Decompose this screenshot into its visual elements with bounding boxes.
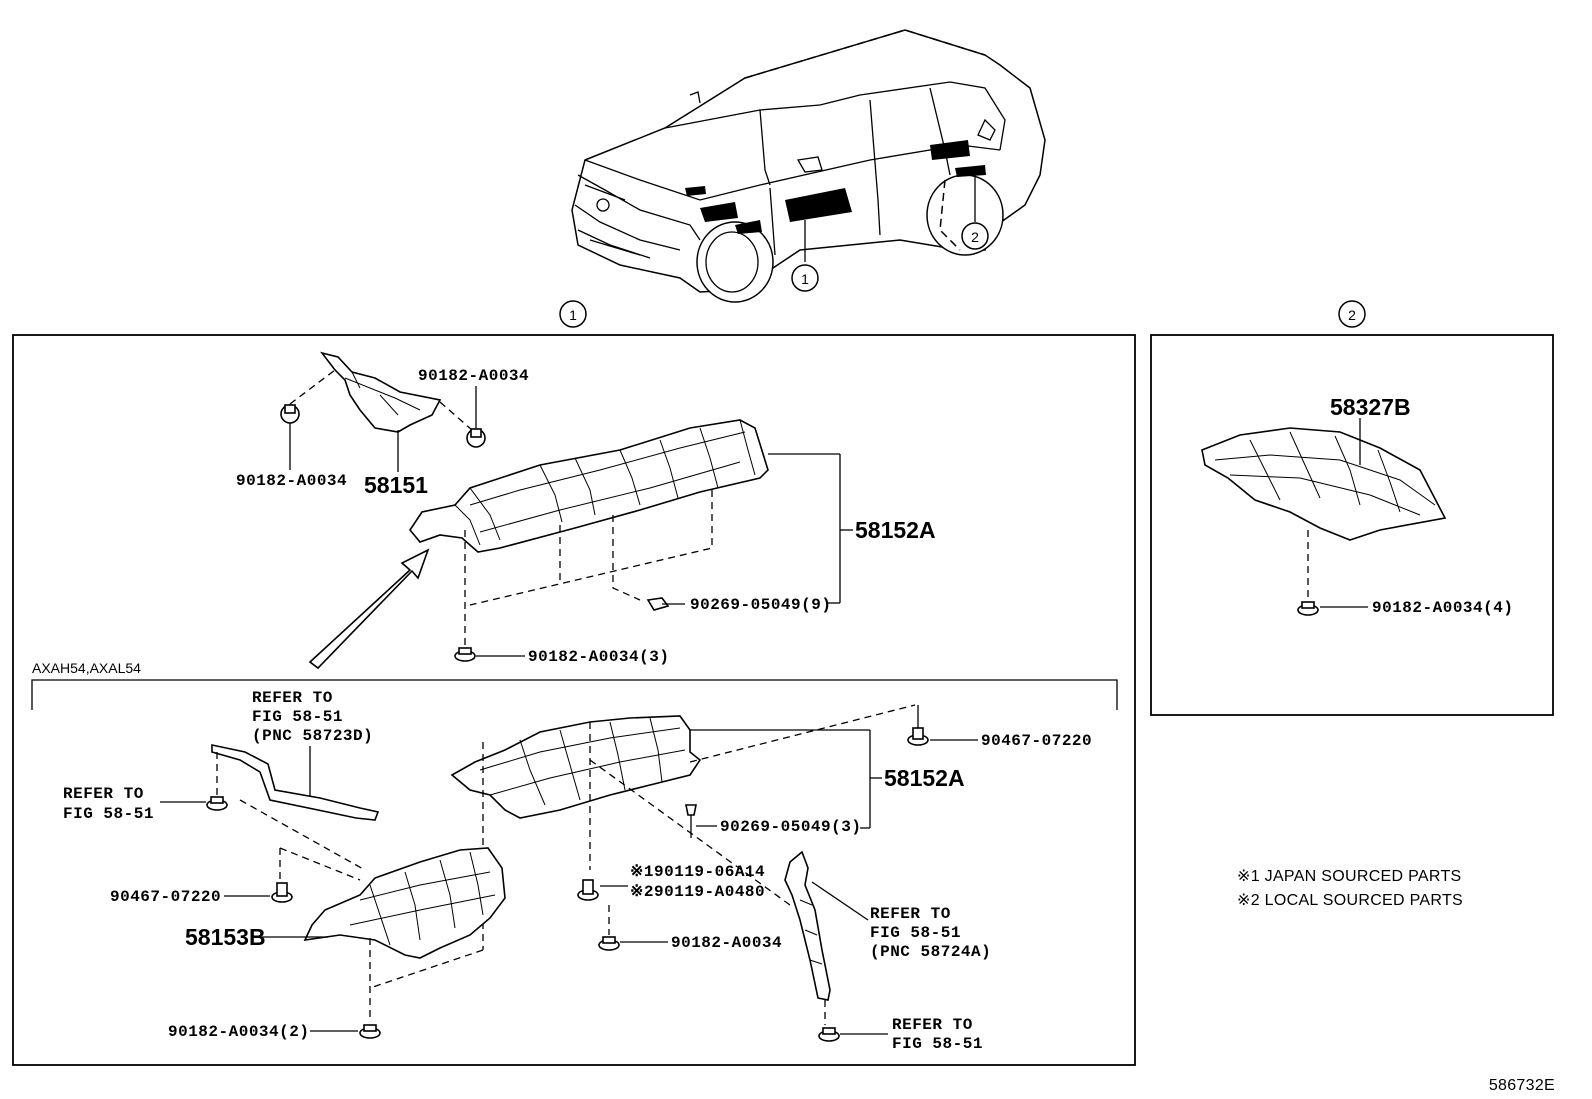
diagram-id: 586732E [1489,1077,1555,1094]
svg-text:1: 1 [569,307,577,323]
cover-58327b-label: 58327B [1330,394,1411,420]
nut-icon [454,647,476,662]
refer-left-line-2: FIG 58-51 [63,805,154,823]
nut-mid-label: 90182-A0034 [671,934,782,952]
variant-label: AXAH54,AXAL54 [32,660,141,676]
bracket-58151 [319,351,442,433]
rivet-lower-label: 90269-05049(3) [720,818,861,836]
arrow-icon [308,548,430,670]
rivet-icon [646,597,685,611]
rivet-upper-label: 90269-05049(9) [690,596,831,614]
note-local-sourced: ※2 LOCAL SOURCED PARTS [1237,892,1463,909]
bolt-icon [271,882,293,903]
cover-58153b-label: 58153B [185,924,266,950]
nut-icon [359,1024,381,1039]
nut-upper-label: 90182-A0034(3) [528,648,669,666]
heat-cover-58327b [1201,427,1447,541]
clip-icon [466,428,486,448]
rivet-icon [685,804,697,838]
vehicle-illustration: 1 2 [571,29,1046,303]
clip-top-right-label: 90182-A0034 [418,367,529,385]
nut-icon [206,796,228,811]
panel-one-frame [12,334,1136,1066]
refer-brace-line-2: FIG 58-51 [870,924,961,942]
refer-brace-line-3: (PNC 58724A) [870,943,991,961]
svg-text:2: 2 [1348,307,1356,323]
vehicle-callout-1: 1 [801,271,809,287]
bolt-mid-label-1: ※190119-06A14 [630,863,765,881]
clip-icon [280,404,300,424]
refer-bracket-line-3: (PNC 58723D) [252,727,373,745]
bolt-mid-label-2: ※290119-A0480 [630,883,765,901]
nut-bottom-label: 90182-A0034(2) [168,1023,309,1041]
section-callout-1: 1 [559,300,587,328]
panel-two-frame [1150,334,1554,716]
heat-cover-58153b [303,847,506,959]
bolt-icon [577,879,599,901]
refer-brace-line-1: REFER TO [870,905,951,923]
brace-58724a [784,850,831,1001]
refer-bracket-line-1: REFER TO [252,689,333,707]
heat-cover-58152a-upper [409,419,769,553]
refer-bottom-line-1: REFER TO [892,1016,973,1034]
nut-panel-two-label: 90182-A0034(4) [1372,599,1513,617]
nut-icon [598,936,620,951]
bracket-58723d [211,744,380,821]
cover-upper-label: 58152A [855,517,936,543]
refer-bracket-line-2: FIG 58-51 [252,708,343,726]
refer-bottom-line-2: FIG 58-51 [892,1035,983,1053]
part-58151-label: 58151 [364,472,428,498]
bolt-icon [907,705,929,746]
bolt-left-label: 90467-07220 [110,888,221,906]
bolt-right-label: 90467-07220 [981,732,1092,750]
nut-icon [818,1027,840,1042]
cover-lower-label: 58152A [884,765,965,791]
refer-left-line-1: REFER TO [63,785,144,803]
clip-top-left-label: 90182-A0034 [236,472,347,490]
nut-icon [1297,601,1319,616]
vehicle-callout-2: 2 [971,229,979,245]
heat-cover-58152a-lower [450,715,702,819]
note-japan-sourced: ※1 JAPAN SOURCED PARTS [1237,868,1462,885]
section-callout-2: 2 [1338,300,1366,328]
variant-bracket [31,679,1118,710]
